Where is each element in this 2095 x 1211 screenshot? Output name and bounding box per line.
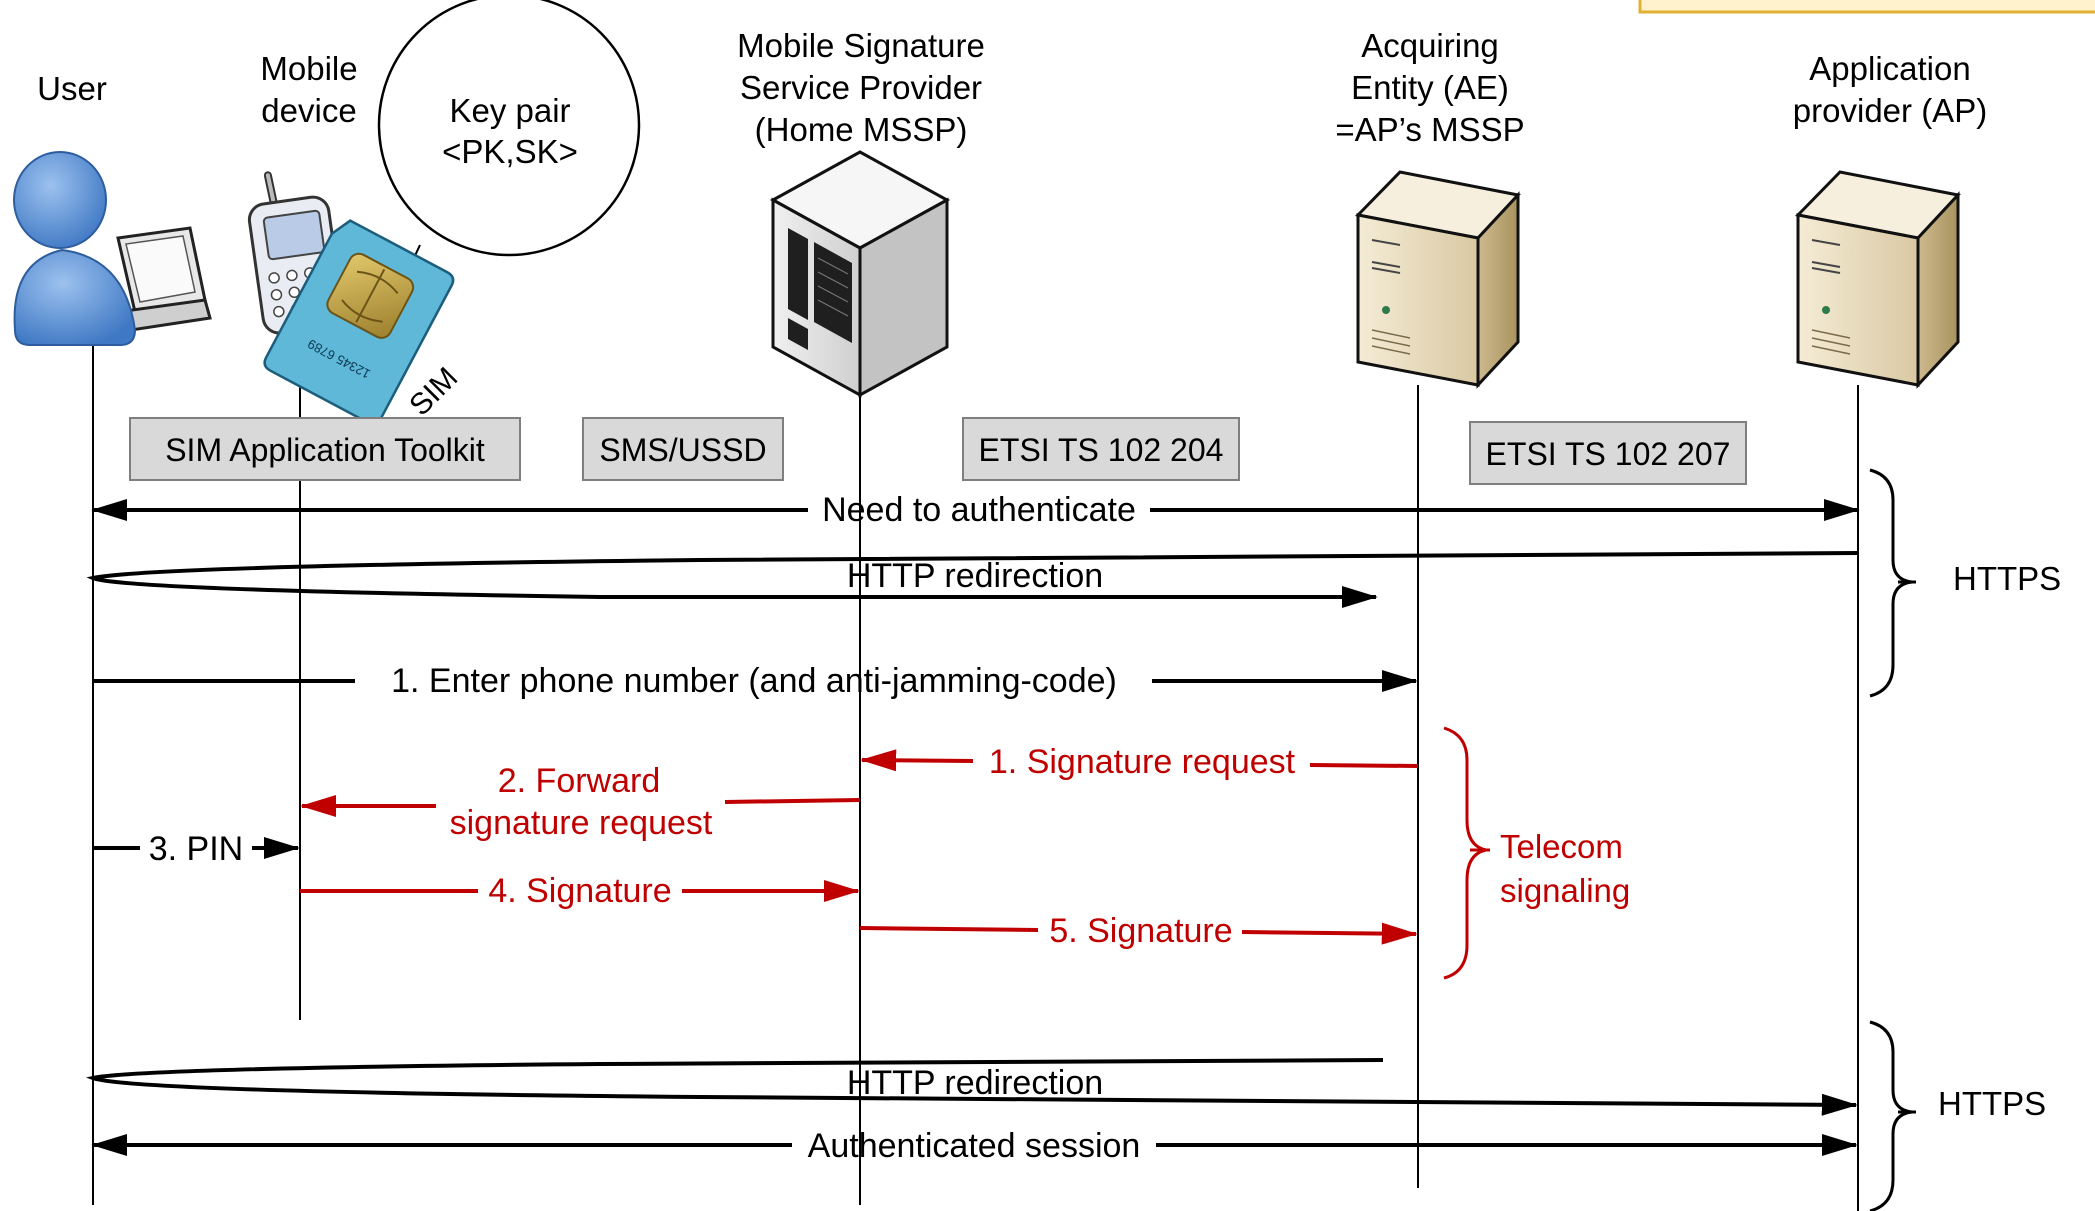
actor-label-mssp: Mobile Signature Service Provider (Home … bbox=[737, 27, 985, 148]
message-http-redirection-1: HTTP redirection bbox=[86, 551, 1859, 608]
user-icon bbox=[13, 151, 212, 346]
message-authenticated-session: Authenticated session bbox=[91, 1127, 1858, 1165]
brace-https-1: HTTPS bbox=[1869, 468, 2061, 698]
message-pin: 3. PIN bbox=[93, 830, 300, 868]
message-label-need-auth: Need to authenticate bbox=[822, 491, 1136, 529]
protocol-box-sms: SMS/USSD bbox=[582, 417, 784, 481]
group-label-https-2: HTTPS bbox=[1938, 1085, 2046, 1122]
brace-https-2: HTTPS bbox=[1869, 1020, 2046, 1211]
message-label-forward-line-2: signature request bbox=[450, 804, 713, 842]
message-signature-request: 1. Signature request bbox=[860, 743, 1419, 781]
protocol-label-sms: SMS/USSD bbox=[599, 432, 766, 468]
protocol-label-etsi-207: ETSI TS 102 207 bbox=[1486, 436, 1731, 472]
protocol-box-sat: SIM Application Toolkit bbox=[129, 417, 521, 481]
protocol-box-etsi-204: ETSI TS 102 204 bbox=[962, 417, 1240, 481]
actor-label-mssp-line-2: Service Provider bbox=[740, 69, 982, 106]
actor-label-mobile-line-2: device bbox=[261, 92, 356, 129]
actor-label-ae-line-3: =AP’s MSSP bbox=[1335, 111, 1524, 148]
message-http-redirection-2: HTTP redirection bbox=[85, 1058, 1858, 1116]
message-label-forward-line-1: 2. Forward bbox=[498, 762, 661, 800]
message-label-signature-5: 5. Signature bbox=[1049, 912, 1232, 950]
group-label-telecom-line-1: Telecom bbox=[1500, 828, 1623, 865]
ap-server-icon bbox=[1794, 170, 1961, 389]
protocol-label-etsi-204: ETSI TS 102 204 bbox=[979, 432, 1224, 468]
actor-label-ap-line-1: Application bbox=[1809, 50, 1970, 87]
key-pair-line-2: <PK,SK> bbox=[442, 133, 578, 170]
message-label-enter-phone: 1. Enter phone number (and anti-jamming-… bbox=[391, 662, 1117, 700]
message-label-auth-session: Authenticated session bbox=[808, 1127, 1141, 1165]
laptop-icon bbox=[116, 226, 212, 334]
message-label-http-redirect-1: HTTP redirection bbox=[847, 557, 1103, 595]
ae-server-icon bbox=[1354, 170, 1521, 389]
sim-label: SIM bbox=[403, 361, 464, 422]
key-pair-bubble: Key pair <PK,SK> bbox=[377, 0, 641, 271]
message-forward-signature-request: 2. Forward signature request bbox=[300, 762, 861, 842]
message-label-http-redirect-2: HTTP redirection bbox=[847, 1064, 1103, 1102]
group-label-telecom-line-2: signaling bbox=[1500, 872, 1630, 909]
actor-label-mssp-line-3: (Home MSSP) bbox=[755, 111, 968, 148]
protocol-label-sat: SIM Application Toolkit bbox=[165, 432, 485, 468]
actor-label-mobile-device: Mobile device bbox=[260, 50, 357, 129]
message-signature-5: 5. Signature bbox=[859, 912, 1418, 950]
brace-telecom-signaling: Telecom signaling bbox=[1443, 726, 1630, 980]
message-label-pin: 3. PIN bbox=[149, 830, 243, 868]
message-label-signature-4: 4. Signature bbox=[488, 872, 671, 910]
note-box bbox=[1638, 0, 2095, 14]
actor-label-ap-line-2: provider (AP) bbox=[1793, 92, 1987, 129]
sim-card-icon: 12345 6789 bbox=[263, 219, 455, 426]
message-signature-4: 4. Signature bbox=[300, 872, 860, 910]
actor-label-mobile-line-1: Mobile bbox=[260, 50, 357, 87]
actor-label-ae-line-2: Entity (AE) bbox=[1351, 69, 1509, 106]
actor-label-ap: Application provider (AP) bbox=[1793, 50, 1987, 129]
message-label-signature-request: 1. Signature request bbox=[989, 743, 1296, 781]
message-need-to-authenticate: Need to authenticate bbox=[91, 491, 1860, 529]
protocol-box-etsi-207: ETSI TS 102 207 bbox=[1469, 421, 1747, 485]
actor-label-ae-line-1: Acquiring bbox=[1361, 27, 1499, 64]
key-pair-line-1: Key pair bbox=[449, 92, 570, 129]
actor-label-mssp-line-1: Mobile Signature bbox=[737, 27, 985, 64]
group-label-https-1: HTTPS bbox=[1953, 560, 2061, 597]
message-enter-phone-number: 1. Enter phone number (and anti-jamming-… bbox=[93, 662, 1418, 700]
actor-label-user: User bbox=[37, 70, 107, 107]
actor-label-ae: Acquiring Entity (AE) =AP’s MSSP bbox=[1335, 27, 1524, 148]
mssp-server-icon bbox=[769, 150, 951, 398]
